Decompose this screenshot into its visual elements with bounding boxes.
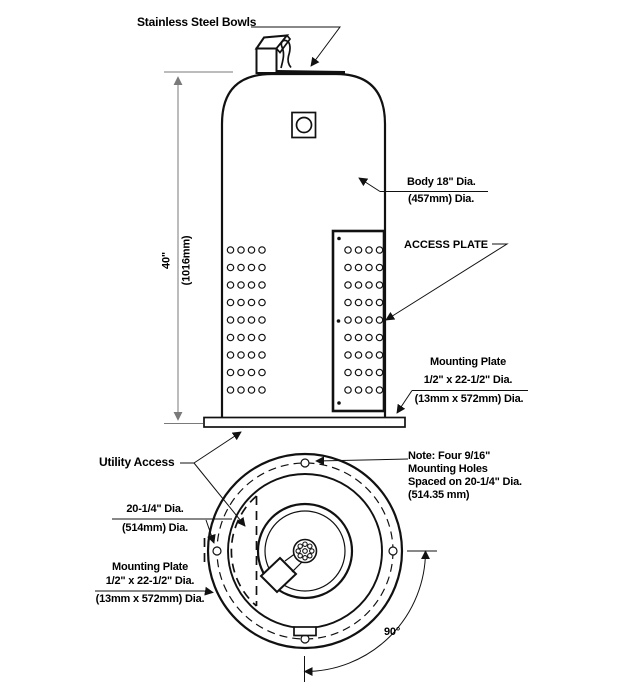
label-mounting-plate-left-line1: Mounting Plate xyxy=(111,561,189,573)
knockout-notch xyxy=(293,626,317,637)
push-button xyxy=(291,111,317,139)
utility-access-region xyxy=(203,495,258,607)
label-body-dia-line1: Body 18" Dia. xyxy=(407,176,476,188)
leader-body-dia xyxy=(358,177,488,192)
label-height-in: 40" xyxy=(160,252,173,269)
label-note-line1: Note: Four 9/16" xyxy=(408,450,491,462)
label-mounting-plate-left-line3: (13mm x 572mm) Dia. xyxy=(95,593,205,605)
leader-note xyxy=(315,456,409,466)
label-bolt-circle-line1: 20-1/4" Dia. xyxy=(126,503,184,515)
drain-strainer xyxy=(292,538,318,564)
label-note-line2: Mounting Holes xyxy=(408,463,488,475)
label-bolt-circle-line2: (514mm) Dia. xyxy=(121,522,189,534)
label-note-line3: Spaced on 20-1/4" Dia. xyxy=(408,476,522,488)
leader-mounting-plate-right xyxy=(396,390,528,414)
label-utility-access: Utility Access xyxy=(99,455,175,469)
leader-bowls xyxy=(251,26,341,67)
label-mounting-plate-right-line2: 1/2" x 22-1/2" Dia. xyxy=(423,374,513,386)
height-dimension xyxy=(164,71,233,424)
label-body-dia-line2: (457mm) Dia. xyxy=(408,193,475,205)
vent-holes xyxy=(226,246,266,394)
fountain-body-outline xyxy=(220,72,387,418)
label-note-line4: (514.35 mm) xyxy=(408,489,470,501)
front-view xyxy=(164,26,528,428)
leader-mounting-plate-left xyxy=(95,586,214,596)
leader-access-plate xyxy=(385,243,509,321)
label-height-mm: (1016mm) xyxy=(180,235,193,286)
leader-utility-access xyxy=(180,431,246,527)
leader-bolt-circle xyxy=(112,518,232,544)
label-stainless-steel-bowls: Stainless Steel Bowls xyxy=(137,15,257,29)
base-plate xyxy=(203,416,406,428)
label-mounting-plate-right-line3: (13mm x 572mm) Dia. xyxy=(414,393,524,405)
bubbler-housing xyxy=(254,34,292,74)
angle-dimension xyxy=(303,550,437,682)
label-mounting-plate-right-line1: Mounting Plate xyxy=(429,356,507,368)
bowl-top-plate xyxy=(276,70,346,74)
label-angle-90: 90° xyxy=(384,626,401,638)
bubbler-spout-icon xyxy=(280,39,292,69)
plan-view xyxy=(95,431,437,682)
label-access-plate: ACCESS PLATE xyxy=(404,239,489,251)
access-plate-holes xyxy=(344,246,384,394)
label-mounting-plate-left-line2: 1/2" x 22-1/2" Dia. xyxy=(105,575,195,587)
